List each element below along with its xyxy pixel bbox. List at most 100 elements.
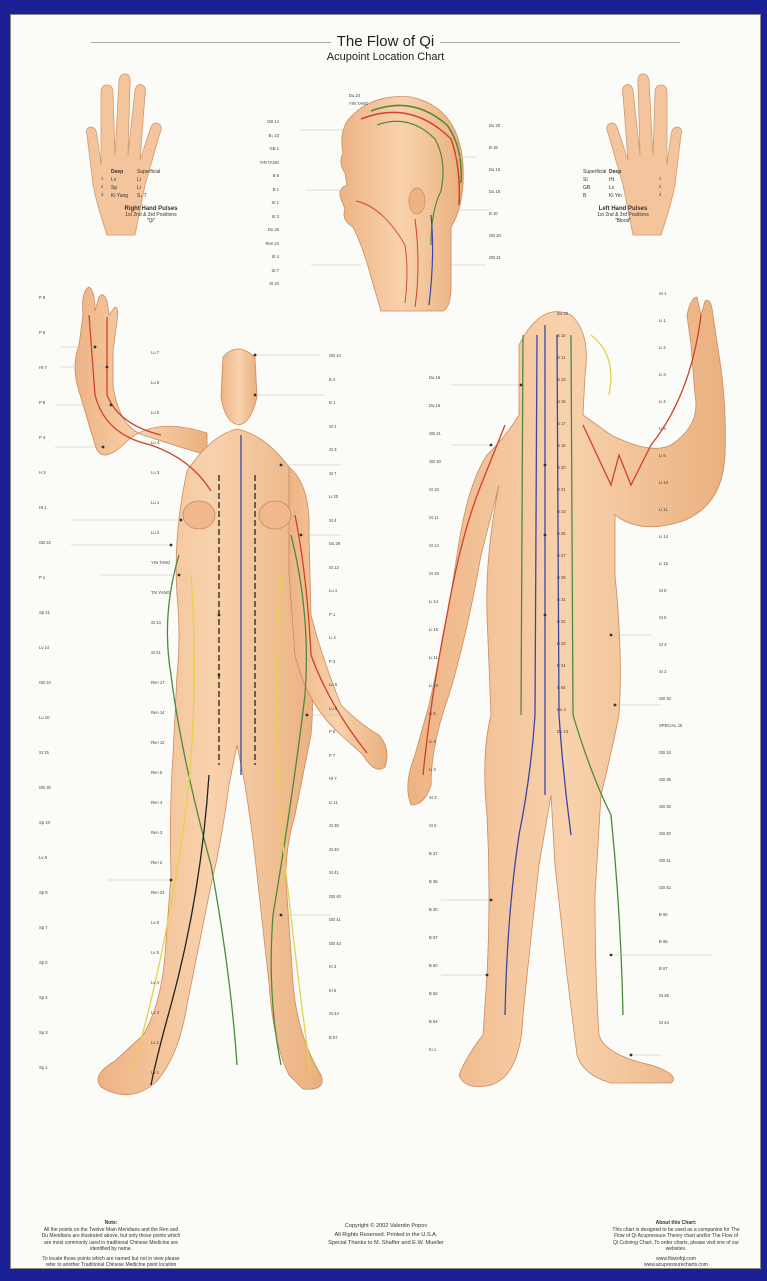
point-label: GB 41 xyxy=(659,858,671,863)
pulse-superficial-2: Li xyxy=(137,184,163,192)
point-label: B 33 xyxy=(557,641,566,646)
pulse-deep-2: Sp xyxy=(111,184,137,192)
point-label: Lv 1 xyxy=(151,1070,159,1075)
point-label: Lv 6 xyxy=(151,920,159,925)
point-label: Sp 3 xyxy=(39,1030,48,1035)
point-label: Lu 2 xyxy=(151,530,159,535)
right-hand-pulses-qi: "Qi" xyxy=(111,218,191,224)
point-label: B 10 xyxy=(557,333,566,338)
pulse-superficial-1: Li xyxy=(137,176,163,184)
point-label: GB 42 xyxy=(659,885,671,890)
point-label: Li 15 xyxy=(659,561,668,566)
point-label: B 15 xyxy=(557,399,566,404)
point-label: P 8 xyxy=(39,295,45,300)
point-label: Ki 1 xyxy=(429,1047,436,1052)
point-label: St 4 xyxy=(272,254,279,259)
point-label: St 36 xyxy=(659,993,669,998)
point-label: Li 3 xyxy=(429,767,436,772)
point-label: P 8 xyxy=(39,400,45,405)
point-label: B 60 xyxy=(659,912,668,917)
point-label: Lu 5 xyxy=(329,682,337,687)
point-label: B₃ 23 xyxy=(269,133,279,138)
pulse-position-2: 2 xyxy=(659,184,661,189)
point-label: Lu 4 xyxy=(151,440,159,445)
point-label: St 44 xyxy=(329,1011,339,1016)
point-label: GB 35 xyxy=(659,777,671,782)
pulse-superficial-3: S₃ 7 xyxy=(137,192,163,200)
point-label: St 12 xyxy=(329,565,339,570)
copyright-block: Copyright © 2002 Valentin Popov All Righ… xyxy=(241,1222,531,1248)
point-label: Lu 9 xyxy=(329,706,337,711)
pulse-position-3: 3 xyxy=(101,192,103,197)
back-figure-illustration xyxy=(408,297,726,1087)
point-label: St 14 xyxy=(151,620,161,625)
point-label: St 25 xyxy=(39,750,49,755)
point-label: B 1 xyxy=(273,187,279,192)
point-label: Lu 7 xyxy=(151,350,159,355)
head-profile-illustration xyxy=(340,96,463,311)
pulse-header-superficial: Superficial xyxy=(137,168,163,176)
point-label: Li 10 xyxy=(429,683,438,688)
point-label: B 11 xyxy=(557,355,565,360)
point-label: B 64 xyxy=(429,1019,438,1024)
pulse-superficial-1: SI xyxy=(583,176,609,184)
point-label: Lu 1 xyxy=(329,588,337,593)
point-label: B 60 xyxy=(429,963,438,968)
point-label: GB 24 xyxy=(39,680,51,685)
point-label: GB 30 xyxy=(39,785,51,790)
pulse-header-deep: Deep xyxy=(111,168,137,176)
point-label: Du 24 xyxy=(349,93,360,98)
point-label: P 4 xyxy=(39,435,45,440)
point-label: Ht 1 xyxy=(39,505,47,510)
point-label: Li 1 xyxy=(659,318,666,323)
point-label: Du 26 xyxy=(329,541,340,546)
note-text-2: To locate those points which are named b… xyxy=(41,1256,181,1270)
point-label: P 6 xyxy=(39,330,45,335)
point-label: Lv 8 xyxy=(39,855,47,860)
point-label: B 25 xyxy=(557,531,566,536)
point-label: B 2 xyxy=(329,377,335,382)
point-label: Li 14 xyxy=(659,534,668,539)
point-label: B 20 xyxy=(557,465,566,470)
point-label: St 21 xyxy=(151,650,161,655)
point-label: P 6 xyxy=(329,729,335,734)
point-label: P 1 xyxy=(329,612,335,617)
point-label: SI 14 xyxy=(429,543,439,548)
point-label: GB 14 xyxy=(267,119,279,124)
point-label: Lv 4 xyxy=(151,980,159,985)
point-label: Li 2 xyxy=(659,345,666,350)
point-label: YIN TANG xyxy=(151,560,170,565)
point-label: St 7 xyxy=(329,471,336,476)
point-label: B 18 xyxy=(489,145,498,150)
point-label: B 36 xyxy=(429,879,438,884)
point-label: Li 10 xyxy=(659,480,668,485)
point-label: TAI YANG xyxy=(151,590,170,595)
point-label: GB 20 xyxy=(429,459,441,464)
point-label: GB 34 xyxy=(659,750,671,755)
pulse-position-2: 2 xyxy=(101,184,103,189)
point-label: Ren 3 xyxy=(151,830,162,835)
point-label: SI 3 xyxy=(429,795,436,800)
point-label: Li 14 xyxy=(429,599,438,604)
point-label: Li 4 xyxy=(429,739,436,744)
point-label: GB 40 xyxy=(329,894,341,899)
point-label: St 41 xyxy=(329,870,339,875)
point-label: SI 1 xyxy=(659,291,666,296)
point-label: B 28 xyxy=(557,575,566,580)
point-label: GB 41 xyxy=(329,917,341,922)
point-label: Sp 1 xyxy=(39,1065,48,1070)
point-label: Du 16 xyxy=(489,167,500,172)
point-label: Li 15 xyxy=(429,627,438,632)
point-label: St 1 xyxy=(329,424,336,429)
pulse-header-superficial: Superficial xyxy=(583,168,609,176)
point-label: Ki 3 xyxy=(329,964,336,969)
point-label: GB 21 xyxy=(429,431,441,436)
point-label: Li 6 xyxy=(659,453,666,458)
point-label: SPECIAL 15 xyxy=(659,723,682,728)
point-label: Li 11 xyxy=(329,800,338,805)
point-label: St 4 xyxy=(329,518,336,523)
point-label: Du 15 xyxy=(429,403,440,408)
website-2: www.acupressurecharts.com xyxy=(611,1262,741,1269)
point-label: GB 43 xyxy=(329,941,341,946)
point-label: B 21 xyxy=(557,487,566,492)
